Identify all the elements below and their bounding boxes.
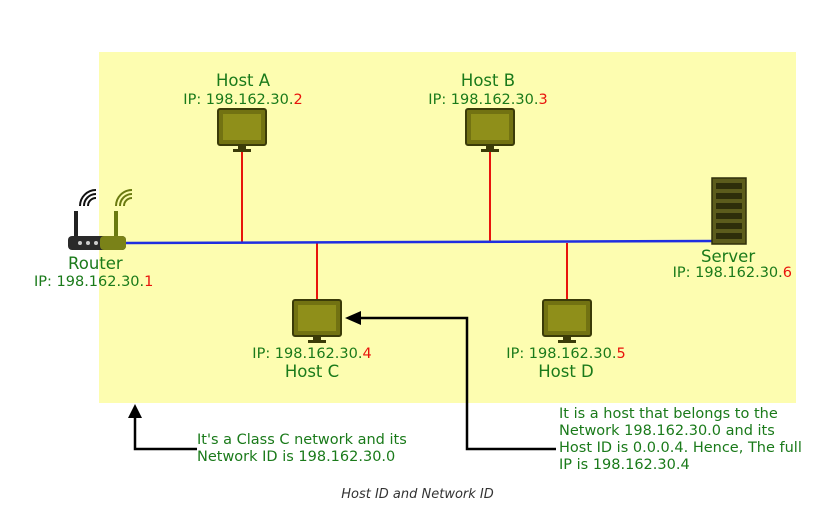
host-b-ip: IP: 198.162.30.3 bbox=[408, 91, 568, 109]
ip-prefix: IP: 198.162.30. bbox=[428, 92, 539, 108]
host-c-name: Host C bbox=[284, 362, 340, 381]
router-name: Router bbox=[68, 254, 123, 273]
network-area bbox=[99, 52, 796, 403]
host-d-ip: IP: 198.162.30.5 bbox=[486, 345, 646, 363]
host-b-monitor-icon bbox=[465, 108, 515, 152]
host-octet: 2 bbox=[293, 92, 303, 108]
ip-prefix: IP: 198.162.30. bbox=[506, 346, 617, 362]
router-ip: IP: 198.162.30.1 bbox=[34, 273, 153, 291]
host-c-ip: IP: 198.162.30.4 bbox=[232, 345, 392, 363]
server-ip: IP: 198.162.30.6 bbox=[632, 264, 792, 282]
host-b-name: Host B bbox=[460, 71, 516, 90]
ip-prefix: IP: 198.162.30. bbox=[672, 265, 783, 281]
host-octet: 5 bbox=[616, 346, 626, 362]
router-icon bbox=[68, 189, 133, 250]
host-d-name: Host D bbox=[538, 362, 594, 381]
host-a-monitor-icon bbox=[217, 108, 267, 152]
ip-prefix: IP: 198.162.30. bbox=[252, 346, 363, 362]
server-name: Server bbox=[701, 247, 756, 266]
host-octet: 1 bbox=[144, 274, 154, 290]
host-octet: 6 bbox=[782, 265, 792, 281]
ip-prefix: IP: 198.162.30. bbox=[34, 274, 145, 290]
figure-caption: Host ID and Network ID bbox=[341, 487, 494, 502]
host-a-ip: IP: 198.162.30.2 bbox=[163, 91, 323, 109]
ip-prefix: IP: 198.162.30. bbox=[183, 92, 294, 108]
network-bus-line bbox=[125, 239, 719, 245]
host-octet: 4 bbox=[362, 346, 372, 362]
server-icon bbox=[711, 177, 747, 245]
network-id-note: It's a Class C network and its Network I… bbox=[197, 432, 407, 465]
host-a-name: Host A bbox=[215, 71, 271, 90]
host-d-monitor-icon bbox=[542, 299, 592, 343]
host-octet: 3 bbox=[538, 92, 548, 108]
host-id-note: It is a host that belongs to the Network… bbox=[559, 406, 802, 473]
host-c-monitor-icon bbox=[292, 299, 342, 343]
arrow-to-network-area bbox=[128, 404, 197, 451]
arrow-to-host-c bbox=[345, 311, 556, 451]
